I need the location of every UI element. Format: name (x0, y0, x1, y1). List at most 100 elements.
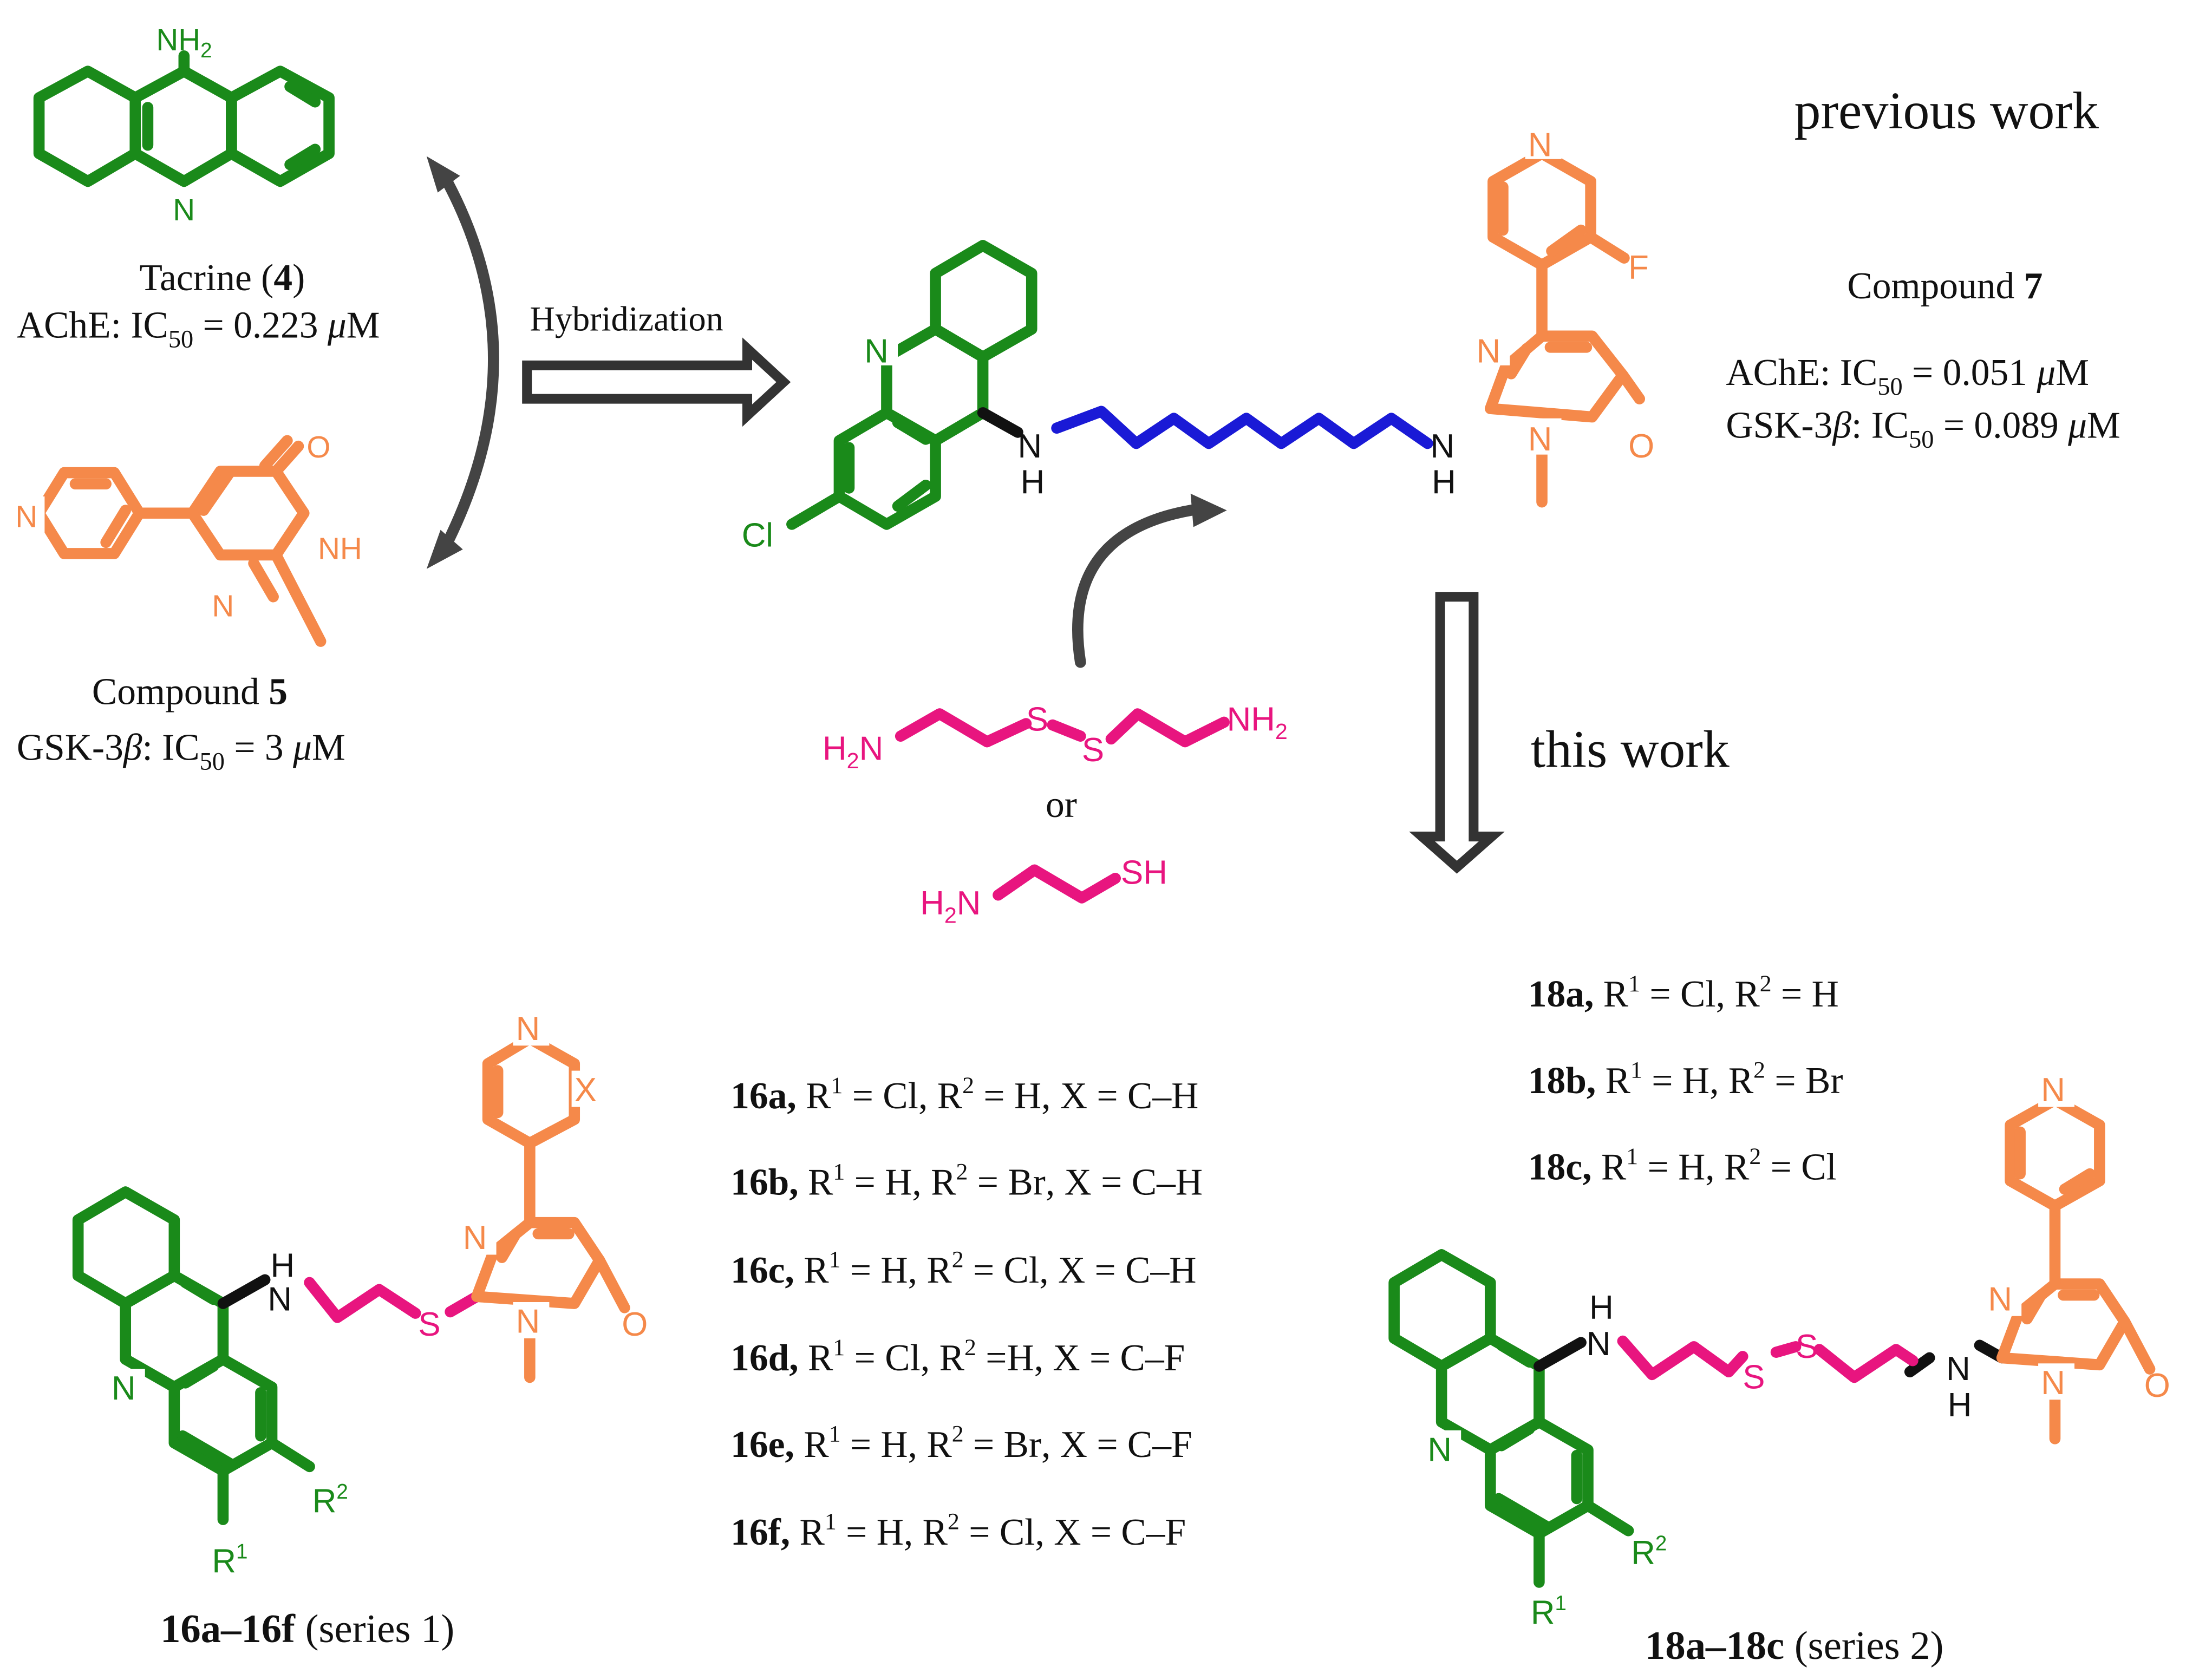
compound7-ache-ic50: AChE: IC50 = 0.051 μM (1726, 352, 2089, 401)
s1-n-bg (108, 1369, 145, 1406)
c5-pyridine-n: N (15, 500, 37, 534)
c5-carbonyl-o: O (306, 430, 330, 465)
s2-nh2-h: H (1948, 1387, 1972, 1424)
s1-x-position: X (575, 1071, 597, 1109)
c7-pn1-bg (1473, 329, 1510, 365)
series1-item: 16b, R1 = H, R2 = Br, X = C–H (730, 1159, 1203, 1203)
this-work-arrow (1409, 592, 1505, 874)
s1-nh-n: N (267, 1280, 292, 1318)
tacrine-ring-n: N (173, 193, 195, 227)
series2-item: 18b, R1 = H, R2 = Br (1528, 1057, 1843, 1101)
s1-pyrimidine-n3: N (516, 1303, 540, 1341)
s2-r2-label: R2 (1631, 1532, 1667, 1572)
s2-nh1-h: H (1589, 1289, 1614, 1326)
series1-item: 16a, R1 = Cl, R2 = H, X = C–H (730, 1073, 1198, 1117)
series1-structure: H N S N N N O N X R2 R1 (72, 1009, 648, 1580)
compound7-structure: Cl N N H N H N N O N F (742, 122, 1654, 554)
s1-r2-label: R2 (312, 1480, 348, 1520)
series2-caption: 18a–18c (series 2) (1645, 1623, 1943, 1668)
s1-thioether-s: S (418, 1306, 440, 1343)
cysteamine-sh: SH (1121, 854, 1167, 892)
s2-pyrimidine-n1: N (1988, 1280, 2012, 1318)
compound5-name: Compound 5 (92, 671, 288, 712)
s1-r1-label: R1 (212, 1540, 247, 1580)
s1-pyridine-n: N (516, 1010, 540, 1048)
hybridization-arrow (522, 337, 791, 427)
series2-item: 18a, R1 = Cl, R2 = H (1528, 971, 1839, 1015)
s2-s2: S (1796, 1328, 1818, 1365)
cystamine-s2: S (1082, 731, 1104, 769)
series2-structure: H N S S N H N N N O N R2 R1 (1388, 1070, 2170, 1632)
compound7-gsk-ic50: GSK-3β: IC50 = 0.089 μM (1726, 405, 2120, 454)
series2-list: 18a, R1 = Cl, R2 = H 18b, R1 = H, R2 = B… (1528, 971, 1843, 1188)
series1-item: 16e, R1 = H, R2 = Br, X = C–F (730, 1421, 1192, 1465)
s2-pyrimidine-n3: N (2041, 1364, 2065, 1402)
c7-linker-n2: N (1431, 428, 1455, 465)
cysteamine-structure: H2N SH (920, 854, 1167, 928)
c5-pyn-bg (14, 496, 45, 533)
series1-item: 16f, R1 = H, R2 = Cl, X = C–F (730, 1509, 1186, 1553)
tacrine-structure: NH2 N (33, 23, 335, 227)
c7-fluoro: F (1628, 249, 1649, 286)
c5-nh: NH (318, 532, 362, 566)
hybridization-label: Hybridization (530, 299, 723, 338)
double-curved-arrow (426, 156, 499, 569)
cystamine-s1: S (1026, 701, 1048, 738)
c7-carbonyl-o: O (1628, 428, 1654, 465)
s2-pn3-bg (2038, 1363, 2075, 1400)
series1-item: 16c, R1 = H, R2 = Cl, X = C–H (730, 1247, 1196, 1291)
c7-pyrimidine-n1: N (1477, 333, 1501, 370)
tacrine-n-bg (168, 191, 200, 225)
s1-x-bg (571, 1070, 608, 1107)
s1-nh-h: H (270, 1247, 295, 1285)
compound5-structure: O NH N N (14, 421, 371, 647)
tacrine-name: Tacrine (4) (139, 257, 305, 299)
s1-ring-n: N (112, 1370, 136, 1407)
c7-ring-n: N (864, 333, 889, 370)
c7-chloro: Cl (742, 517, 773, 554)
c7-pyn-bg (1525, 122, 1562, 159)
this-work-label: this work (1531, 720, 1730, 779)
s2-carbonyl-o: O (2144, 1367, 2170, 1404)
c7-n-bg (862, 329, 898, 365)
s2-nh2-n: N (1946, 1350, 1970, 1388)
cysteamine-h2n: H2N (920, 885, 981, 927)
s1-carbonyl-o: O (622, 1306, 648, 1343)
s1-pn1-bg (460, 1218, 497, 1255)
s2-nh1-n: N (1587, 1325, 1611, 1363)
cystamine-structure: H2N S S NH2 (823, 701, 1288, 773)
series1-item: 16d, R1 = Cl, R2 =H, X = C–F (730, 1335, 1185, 1379)
compound5-gsk-ic50: GSK-3β: IC50 = 3 μM (17, 727, 345, 775)
s2-pyn-bg (2038, 1070, 2075, 1107)
s2-n-bg (1425, 1430, 1461, 1467)
c7-linker-n1: N (1017, 428, 1042, 465)
c7-pyridine-n: N (1528, 127, 1552, 164)
c7-pyrimidine-n3: N (1528, 421, 1552, 458)
c7-linker-h2: H (1432, 464, 1456, 501)
tacrine-ache-ic50: AChE: IC50 = 0.223 μM (17, 304, 380, 353)
cystamine-h2n: H2N (823, 730, 883, 773)
c5-nh-bg (315, 527, 371, 564)
s1-pn3-bg (513, 1302, 550, 1338)
or-label: or (1046, 784, 1077, 826)
compound7-name: Compound 7 (1847, 265, 2043, 307)
c7-linker-h1: H (1021, 464, 1045, 501)
c7-pn3-bg (1525, 418, 1562, 455)
c5-o-bg (304, 421, 341, 457)
s2-r1-label: R1 (1531, 1592, 1567, 1632)
s2-ring-n: N (1427, 1431, 1452, 1468)
cystamine-nh2: NH2 (1227, 701, 1288, 743)
tacrine-amine: NH2 (156, 23, 212, 62)
s2-pyridine-n: N (2041, 1071, 2065, 1109)
s2-pn1-bg (1985, 1279, 2022, 1316)
s1-pyn-bg (513, 1009, 550, 1046)
c5-ring-n: N (212, 589, 234, 623)
s2-s1: S (1743, 1359, 1765, 1396)
c5-n-bg (209, 585, 240, 622)
previous-work-label: previous work (1795, 82, 2099, 140)
s1-pyrimidine-n1: N (463, 1219, 487, 1257)
series1-caption: 16a–16f (series 1) (160, 1606, 454, 1651)
series1-list: 16a, R1 = Cl, R2 = H, X = C–H 16b, R1 = … (730, 1073, 1203, 1553)
